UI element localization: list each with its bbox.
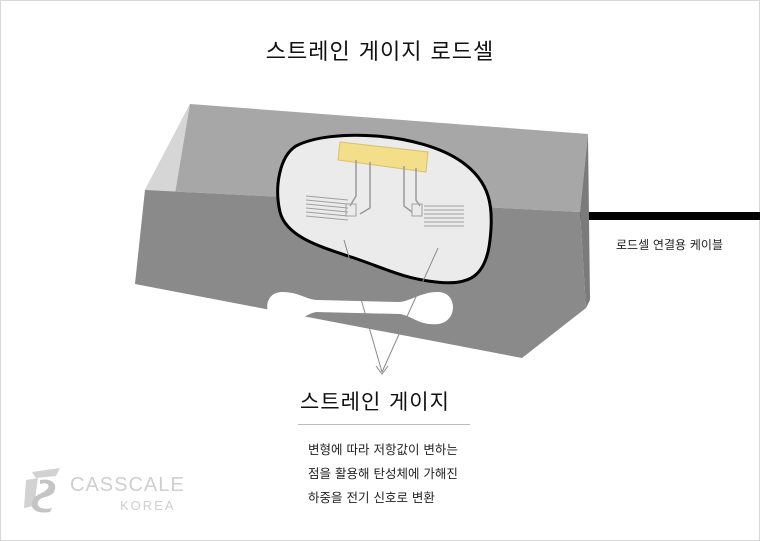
gauge-solder-pad	[337, 141, 429, 173]
logo-mark-icon	[24, 468, 60, 513]
description-line: 점을 활용해 탄성체에 가해진	[308, 466, 458, 481]
load-cell-right-face	[580, 134, 590, 308]
cable-label: 로드셀 연결용 케이블	[616, 238, 723, 252]
load-cell-slot	[267, 292, 453, 325]
logo-subtitle: KOREA	[120, 498, 176, 513]
strain-gauge-divider	[298, 424, 470, 425]
right-gauge-grid	[411, 203, 464, 227]
gauge-pointer-lines	[343, 239, 439, 375]
description-line: 변형에 따라 저항값이 변하는	[308, 442, 458, 457]
logo-brand: CASSCALE	[70, 474, 185, 496]
gauge-wires	[349, 160, 421, 215]
cable-line	[578, 212, 760, 220]
strain-gauge-title: 스트레인 게이지	[300, 390, 450, 414]
strain-gauge-area	[276, 133, 493, 285]
diagram-title: 스트레인 게이지 로드셀	[265, 40, 495, 65]
strain-gauge-description: 변형에 따라 저항값이 변하는 점을 활용해 탄성체에 가해진 하중을 전기 신…	[308, 438, 458, 510]
left-gauge-grid	[305, 195, 357, 221]
description-line: 하중을 전기 신호로 변환	[308, 490, 435, 505]
casscale-logo: CASSCALE KOREA	[22, 466, 202, 516]
